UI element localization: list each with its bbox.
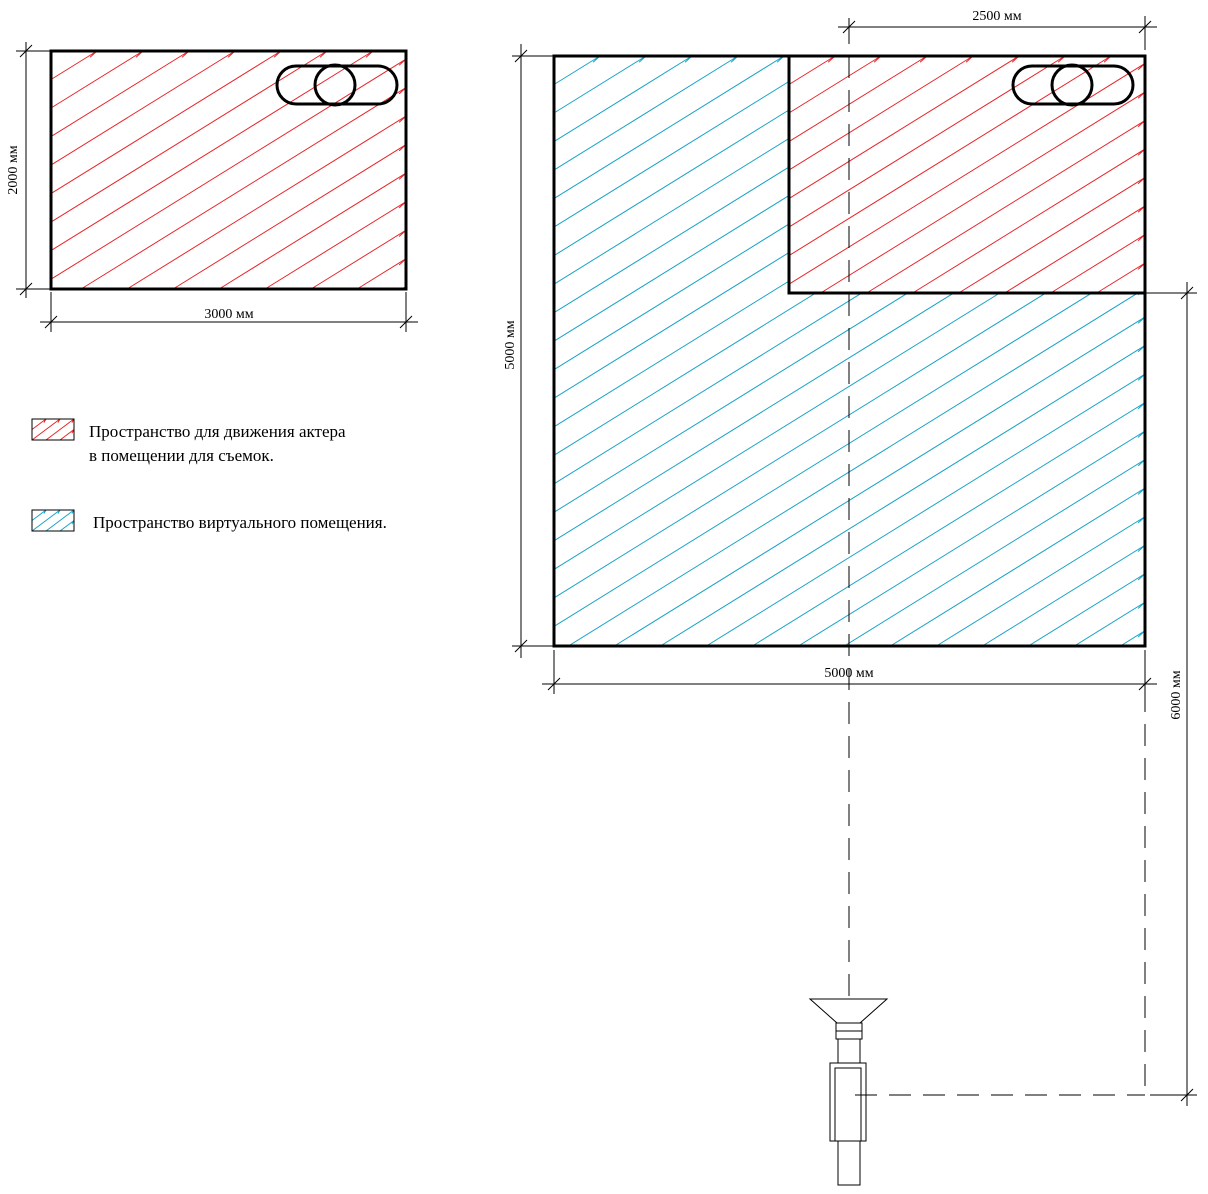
large-room-height-label: 5000 мм xyxy=(503,320,518,369)
legend-actor-line2: в помещении для съемок. xyxy=(89,446,274,465)
small-room-width-dimension: 3000 мм xyxy=(40,292,418,332)
legend-virtual-swatch xyxy=(31,509,75,532)
hatch-stroke xyxy=(50,50,407,290)
large-room: 5000 мм 5000 мм 2500 мм 6000 xyxy=(503,9,1197,1106)
small-room-height-label: 2000 мм xyxy=(6,145,21,194)
small-room-width-label: 3000 мм xyxy=(204,307,253,322)
actor-zone-width-dimension: 2500 мм xyxy=(838,9,1157,50)
hatch-stroke xyxy=(31,509,75,532)
actor-figure-icon xyxy=(1011,63,1135,107)
legend-virtual-line1: Пространство виртуального помещения. xyxy=(93,513,387,532)
small-room: 2000 мм 3000 мм xyxy=(6,42,418,332)
large-room-width-label: 5000 мм xyxy=(824,666,873,681)
legend-actor-swatch xyxy=(31,418,75,441)
small-room-height-dimension: 2000 мм xyxy=(6,42,58,298)
actor-figure-icon xyxy=(275,63,399,107)
actor-zone-width-label: 2500 мм xyxy=(972,9,1021,24)
legend: Пространство для движения актера в помещ… xyxy=(31,418,387,532)
camera-icon xyxy=(808,998,889,1186)
large-room-width-dimension: 5000 мм xyxy=(542,650,1157,694)
camera-distance-dimension: 6000 мм xyxy=(1145,282,1197,1106)
small-room-outline xyxy=(49,49,408,291)
large-room-height-dimension: 5000 мм xyxy=(503,44,562,658)
camera-distance-label: 6000 мм xyxy=(1169,670,1184,719)
small-room-actor-hatch xyxy=(50,50,407,290)
hatch-stroke xyxy=(31,418,75,441)
legend-actor-line1: Пространство для движения актера xyxy=(89,422,346,441)
actor-zone-outline xyxy=(787,56,1145,295)
actor-zone-background xyxy=(789,56,1145,293)
